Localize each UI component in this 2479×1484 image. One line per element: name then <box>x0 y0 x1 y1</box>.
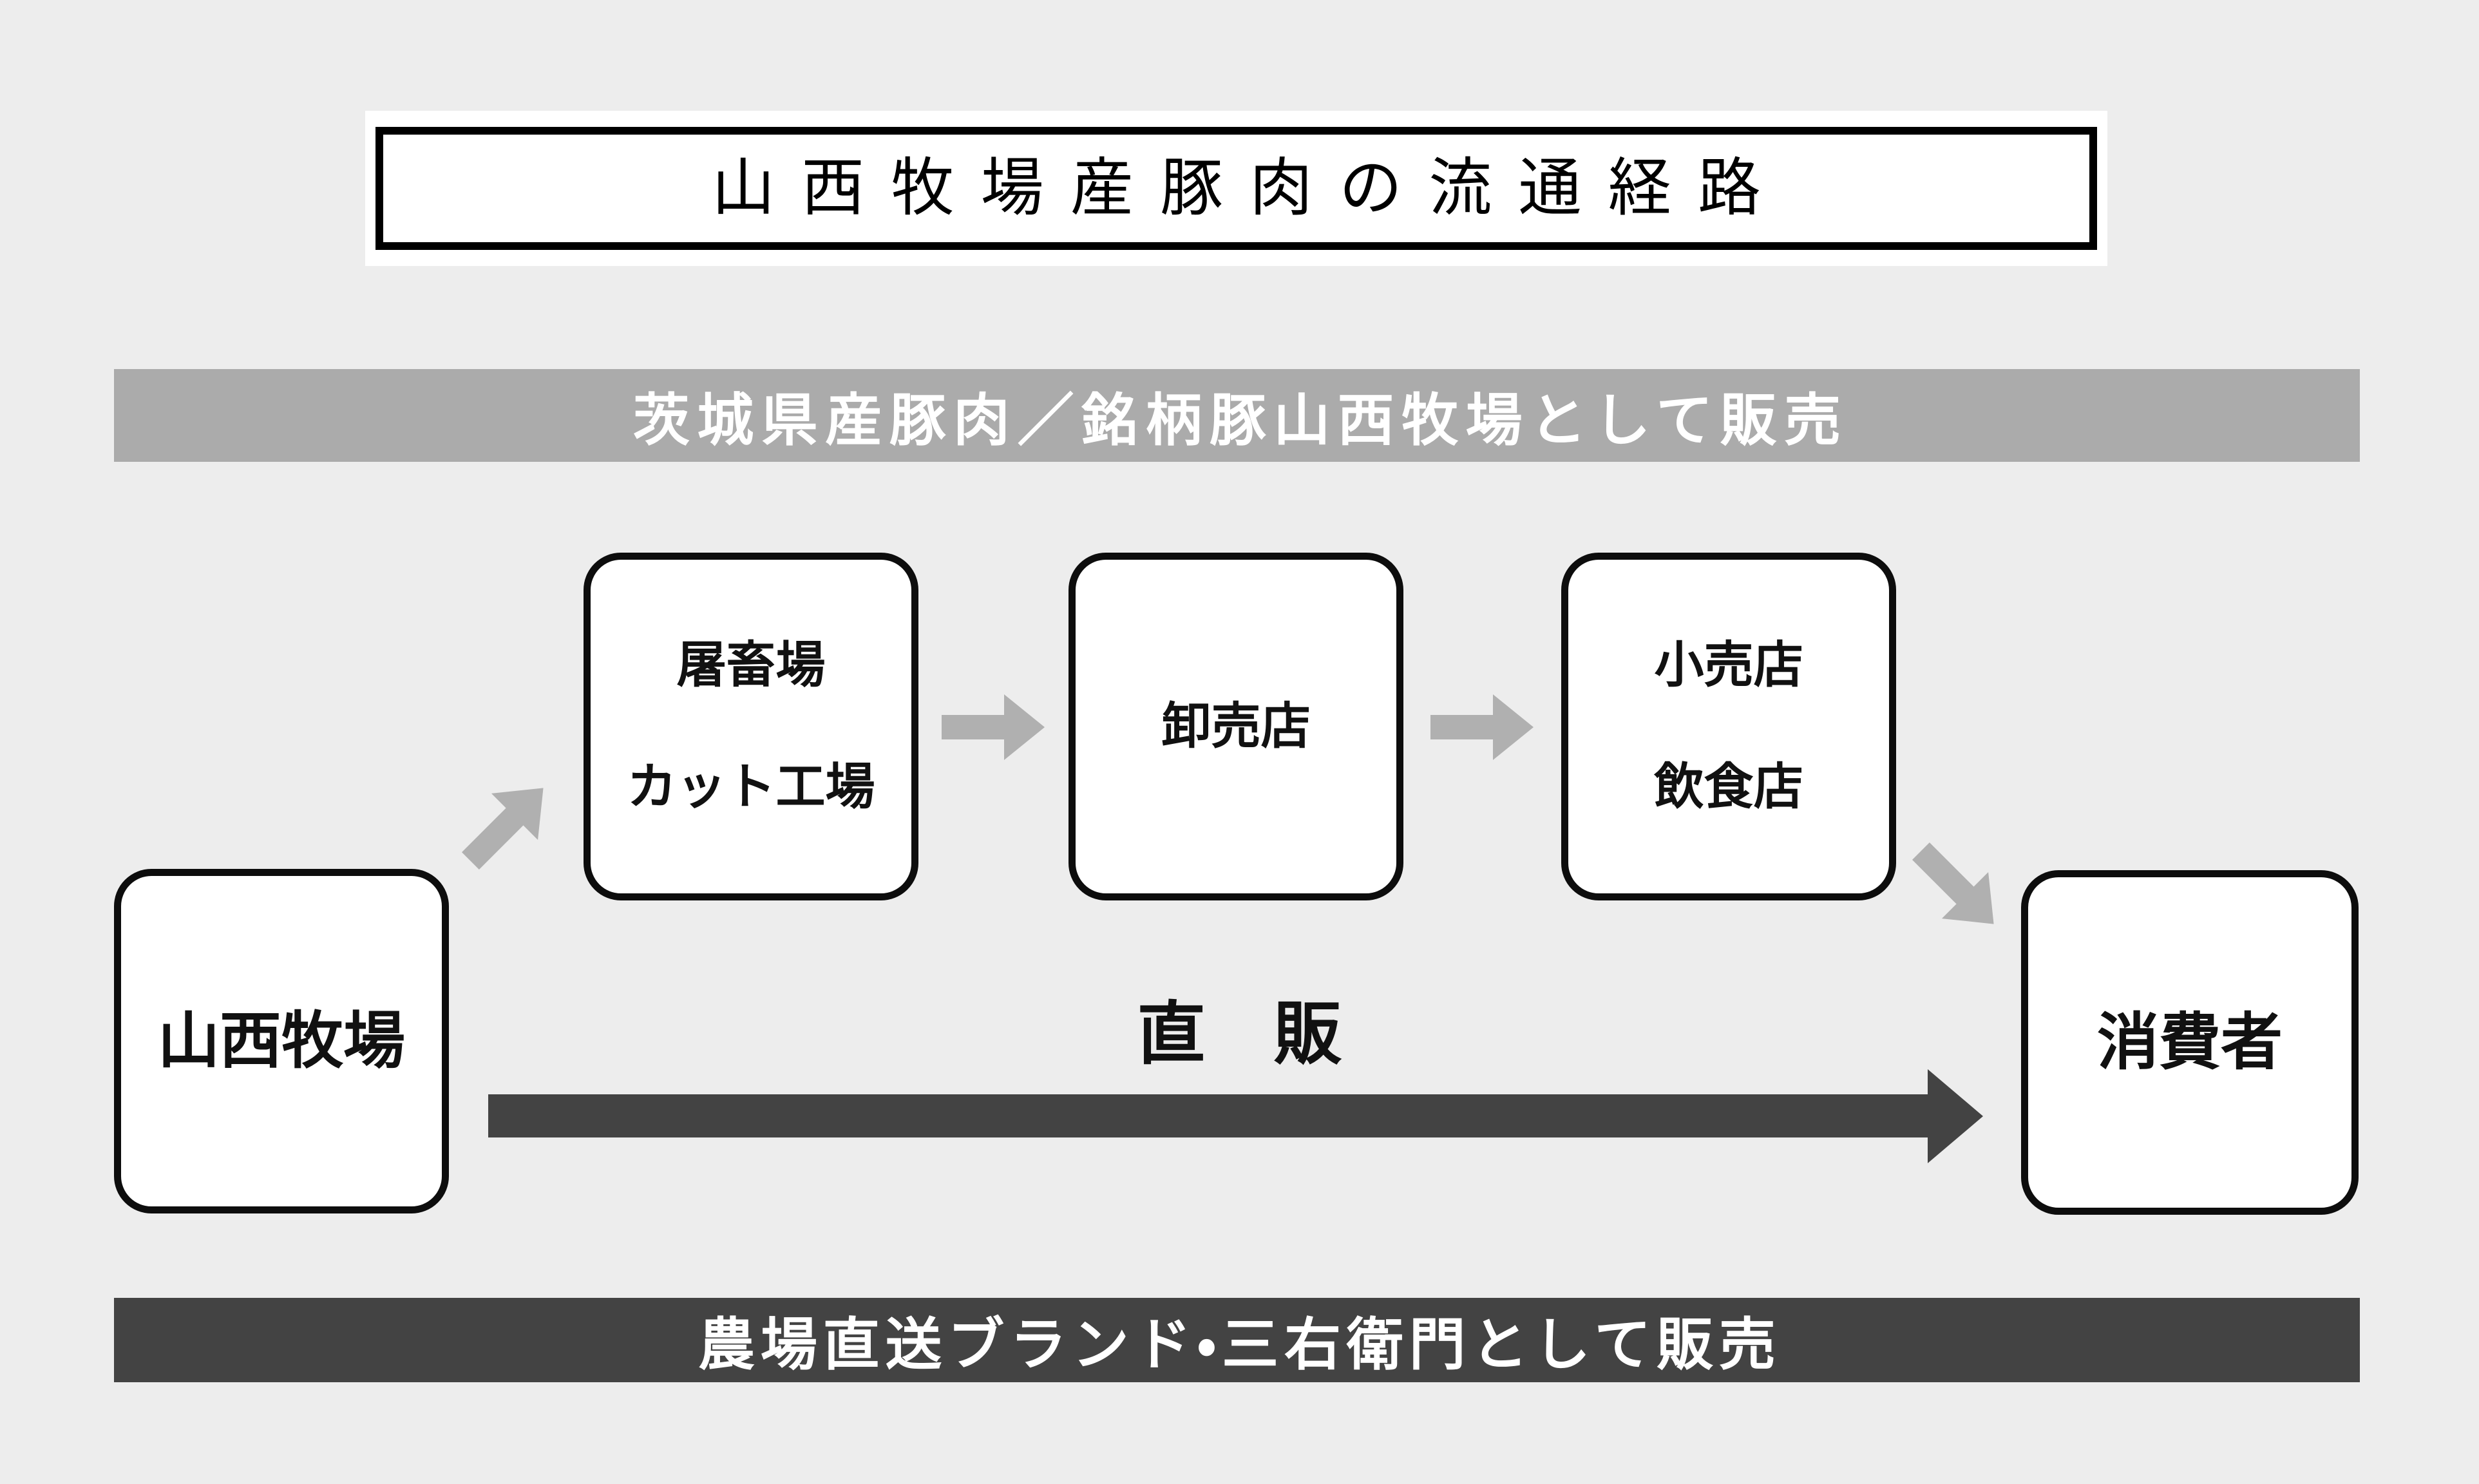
node-slaughterhouse-line1: 屠畜場 <box>676 638 826 693</box>
direct-sales-arrow-shaft <box>488 1094 1928 1137</box>
title-box: 山西牧場産豚肉の流通経路 <box>365 111 2107 266</box>
node-retailer-line2: 飲食店 <box>1654 759 1803 815</box>
node-wholesaler: 卸売店 <box>1069 553 1403 900</box>
node-retailer: 小売店 飲食店 <box>1561 553 1896 900</box>
arrow-farm-to-slaughterhouse-icon <box>447 765 567 884</box>
node-consumer-label: 消費者 <box>2097 1007 2283 1077</box>
lower-route-banner-label: 農場直送ブランド・三右衛門として販売 <box>698 1313 1781 1376</box>
node-retailer-line1: 小売店 <box>1654 638 1803 693</box>
arrow-head <box>1004 694 1045 760</box>
node-consumer: 消費者 <box>2021 870 2359 1215</box>
direct-sales-arrow-head <box>1928 1069 1983 1163</box>
node-slaughterhouse-line2: カット工場 <box>627 759 875 815</box>
arrow-wholesaler-to-retailer-icon <box>1430 694 1534 760</box>
page-title: 山西牧場産豚肉の流通経路 <box>712 153 1788 224</box>
direct-sales-label: 直 販 <box>1137 996 1342 1072</box>
arrow-slaughterhouse-to-wholesaler-icon <box>942 694 1045 760</box>
upper-route-banner: 茨城県産豚肉／銘柄豚山西牧場として販売 <box>114 369 2360 462</box>
node-wholesaler-label: 卸売店 <box>1161 698 1311 754</box>
arrow-retailer-to-consumer-icon <box>1897 828 2017 947</box>
upper-route-banner-label: 茨城県産豚肉／銘柄豚山西牧場として販売 <box>632 388 1848 452</box>
arrow-shaft <box>1430 715 1494 739</box>
node-slaughterhouse: 屠畜場 カット工場 <box>584 553 918 900</box>
node-farm: 山西牧場 <box>114 869 449 1213</box>
lower-route-banner: 農場直送ブランド・三右衛門として販売 <box>114 1298 2360 1382</box>
arrow-shaft <box>942 715 1005 739</box>
title-border: 山西牧場産豚肉の流通経路 <box>375 127 2097 250</box>
arrow-head <box>1493 694 1534 760</box>
node-farm-label: 山西牧場 <box>158 1006 405 1076</box>
